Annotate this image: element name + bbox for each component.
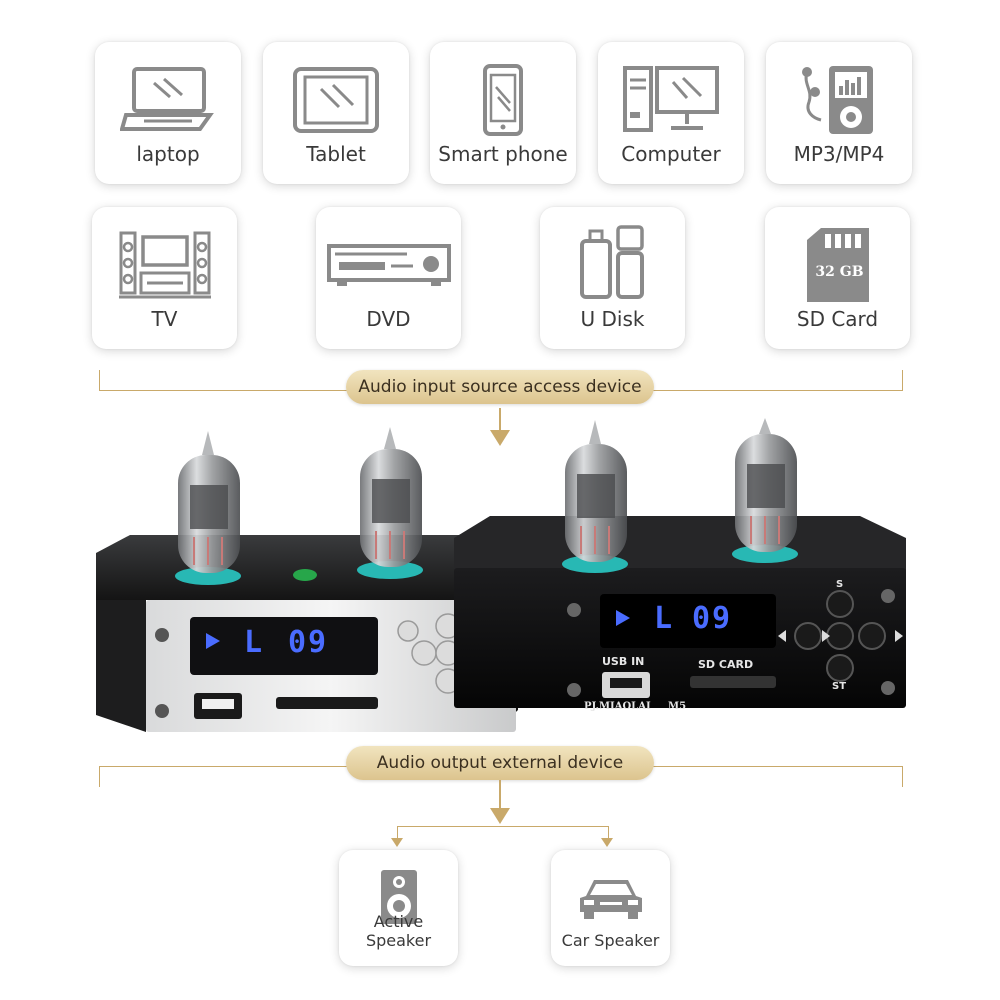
card-active-speaker: Active Speaker (339, 850, 458, 966)
card-label: Car Speaker (561, 931, 660, 950)
card-udisk: U Disk (540, 207, 685, 349)
card-label: Computer (621, 142, 721, 166)
card-laptop: laptop (95, 42, 241, 184)
small-arrow-icon (601, 838, 613, 847)
amp-black-model: M5 (668, 701, 687, 712)
card-label: Tablet (306, 142, 366, 166)
amp-black-display-channel: L (654, 601, 673, 636)
mp3-player-icon (766, 60, 912, 140)
computer-icon (598, 60, 744, 140)
card-label: DVD (366, 307, 411, 331)
tv-icon (92, 225, 237, 305)
card-label: TV (151, 307, 178, 331)
card-tablet: Tablet (263, 42, 409, 184)
amp-black-sd-label: SD CARD (698, 658, 754, 671)
speaker-icon (339, 862, 458, 932)
amp-black-brand: PJ.MIAOLAI (584, 701, 651, 712)
amp-black: L 09 USB IN SD CARD PJ.MIAOLAI M5 S ST (450, 418, 912, 718)
card-car-speaker: Car Speaker (551, 850, 670, 966)
car-icon (551, 862, 670, 932)
down-arrow-icon (490, 408, 510, 446)
card-label: Smart phone (438, 142, 568, 166)
amp-black-usb-label: USB IN (602, 655, 645, 668)
amp-black-btn-bottom-label: ST (832, 681, 847, 692)
card-label: Active Speaker (365, 912, 432, 950)
smartphone-icon (430, 60, 576, 140)
card-label: laptop (136, 142, 200, 166)
card-sdcard: 32 GB SD Card (765, 207, 910, 349)
card-dvd: DVD (316, 207, 461, 349)
amp-black-display-number: 09 (692, 601, 733, 636)
amp-black-btn-top-label: S (836, 579, 844, 590)
card-computer: Computer (598, 42, 744, 184)
card-label: SD Card (796, 307, 879, 331)
input-caption: Audio input source access device (346, 370, 654, 404)
dvd-player-icon (316, 225, 461, 305)
usb-disk-icon (540, 225, 685, 305)
sd-card-icon: 32 GB (765, 225, 910, 305)
card-tv: TV (92, 207, 237, 349)
tablet-icon (263, 60, 409, 140)
output-split-bracket (397, 826, 609, 841)
amp-silver-display-channel: L (244, 625, 263, 660)
card-smartphone: Smart phone (430, 42, 576, 184)
down-arrow-icon (490, 780, 510, 824)
small-arrow-icon (391, 838, 403, 847)
card-label: U Disk (580, 307, 645, 331)
amp-silver-display-number: 09 (288, 625, 329, 660)
card-mp3: MP3/MP4 (766, 42, 912, 184)
output-caption: Audio output external device (346, 746, 654, 780)
amp-silver: L 09 (90, 425, 520, 745)
card-label: MP3/MP4 (793, 142, 885, 166)
sd-capacity-badge: 32 GB (815, 264, 864, 280)
laptop-icon (95, 60, 241, 140)
